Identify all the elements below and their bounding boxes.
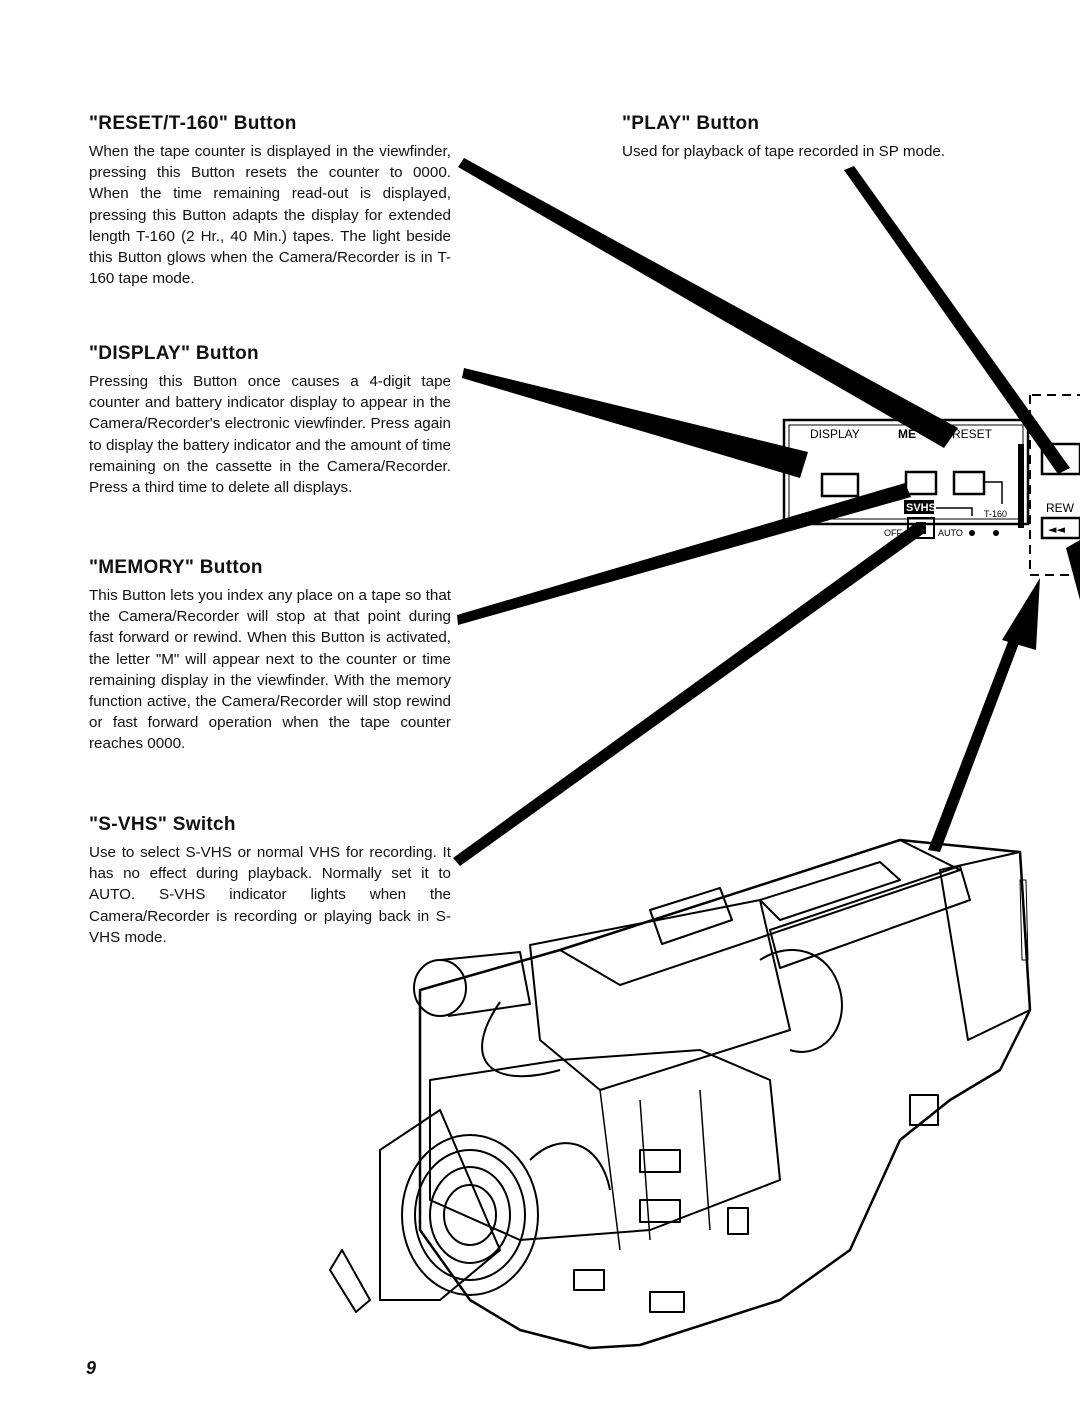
rew-pointer (928, 626, 1024, 852)
memory-button[interactable] (904, 470, 938, 496)
rew-arrowhead (1002, 578, 1040, 650)
play-text: Used for playback of tape recorded in SP… (622, 143, 946, 160)
reset-section: "RESET/T-160" Button When the tape count… (89, 113, 451, 289)
play-button[interactable] (1040, 442, 1080, 476)
panel-off-label: OFF (884, 528, 902, 538)
panel-auto-label: AUTO (938, 528, 963, 538)
display-pointer (462, 368, 808, 478)
reset-button[interactable] (952, 470, 986, 496)
reset-title: "RESET/T-160" Button (89, 113, 297, 134)
memory-pointer (457, 483, 911, 625)
panel-reset-label: RESET (952, 427, 993, 441)
display-section: "DISPLAY" Button Pressing this Button on… (89, 343, 451, 498)
reset-text: When the tape counter is displayed in th… (89, 143, 451, 288)
rew-button[interactable] (1040, 516, 1080, 540)
svhs-section: "S-VHS" Switch Use to select S-VHS or no… (89, 814, 451, 948)
play-section: "PLAY" Button Used for playback of tape … (622, 113, 988, 162)
play-pointer (844, 166, 1070, 474)
memory-text: This Button lets you index any place on … (89, 587, 451, 753)
svhs-pointer (453, 522, 923, 866)
memory-section: "MEMORY" Button This Button lets you ind… (89, 557, 451, 755)
page-number: 9 (86, 1358, 97, 1378)
svhs-text: Use to select S-VHS or normal VHS for re… (89, 844, 451, 946)
play-side-arrow (1066, 540, 1080, 600)
t160-indicator-light (993, 530, 999, 536)
svhs-title: "S-VHS" Switch (89, 814, 236, 835)
memory-title: "MEMORY" Button (89, 557, 263, 578)
svhs-switch[interactable] (907, 517, 935, 539)
control-panel: DISPLAY ME RESET SVHS T-160 OFF AUTO REW… (782, 394, 1080, 576)
pointer-lines (453, 158, 1080, 866)
display-button[interactable] (820, 472, 860, 498)
reset-pointer (458, 158, 958, 448)
panel-t160-label: T-160 (984, 509, 1007, 519)
rew-icon: ◄◄ (1048, 523, 1065, 536)
display-text: Pressing this Button once causes a 4-dig… (89, 373, 451, 497)
display-title: "DISPLAY" Button (89, 343, 259, 364)
panel-display-label: DISPLAY (810, 427, 860, 441)
play-title: "PLAY" Button (622, 113, 760, 134)
svhs-indicator-light (969, 530, 975, 536)
panel-rew-label: REW (1046, 501, 1075, 515)
camcorder-illustration (329, 838, 1032, 1350)
panel-svhs-logo: SVHS (906, 502, 936, 514)
panel-memory-label: ME (898, 427, 916, 441)
